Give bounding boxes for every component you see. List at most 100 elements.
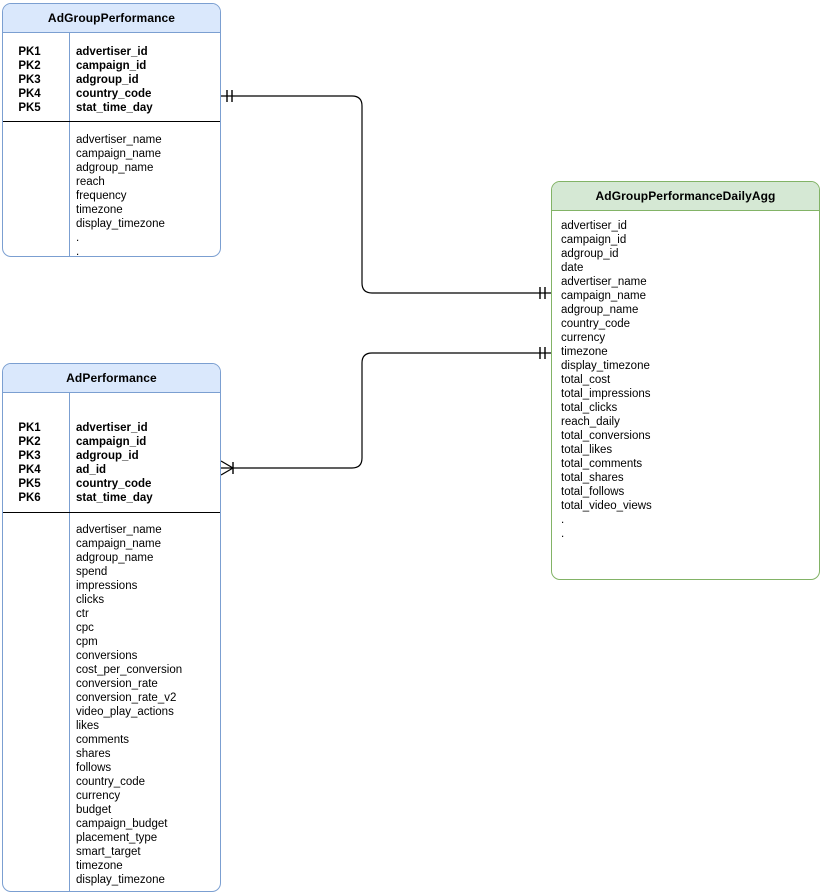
- primary-key-label: PK4: [18, 88, 41, 100]
- attribute-field: ctr: [76, 608, 89, 620]
- attribute-field: follows: [76, 762, 112, 774]
- attribute-field: total_video_views: [561, 500, 652, 512]
- primary-key-field: adgroup_id: [76, 74, 139, 86]
- primary-key-field: stat_time_day: [76, 102, 153, 114]
- attribute-field: adgroup_name: [76, 552, 154, 564]
- attribute-field: .: [561, 514, 565, 526]
- attribute-field: campaign_name: [76, 148, 162, 160]
- attribute-fields: advertiser_name campaign_name adgroup_name…: [69, 523, 220, 891]
- attribute-field: conversion_rate_v2: [76, 692, 177, 704]
- attribute-field: comments: [76, 734, 130, 746]
- primary-key-field: ad_id: [76, 464, 107, 476]
- attribute-field: date: [561, 262, 584, 274]
- attribute-field: timezone: [76, 860, 123, 872]
- attribute-field: spend: [76, 566, 108, 578]
- attribute-field: .: [76, 246, 80, 257]
- primary-key-field: country_code: [76, 478, 152, 490]
- attribute-field: total_conversions: [561, 430, 651, 442]
- primary-key-label: PK5: [18, 478, 41, 490]
- attribute-field: conversion_rate: [76, 678, 158, 690]
- attribute-field: cpm: [76, 636, 98, 648]
- attribute-field: adgroup_name: [561, 304, 639, 316]
- attribute-fields: advertiser_name campaign_name adgroup_name…: [69, 133, 220, 257]
- attribute-field: conversions: [76, 650, 138, 662]
- primary-key-field: advertiser_id: [76, 46, 148, 58]
- attribute-field: campaign_name: [561, 290, 647, 302]
- entity-adgroup-performance-daily-agg[interactable]: AdGroupPerformanceDailyAgg advertiser_id…: [551, 181, 820, 580]
- attribute-field: budget: [76, 804, 112, 816]
- column-divider: [69, 393, 71, 891]
- attribute-field: reach: [76, 176, 105, 188]
- primary-key-label: PK2: [18, 436, 41, 448]
- attribute-field: impressions: [76, 580, 138, 592]
- attribute-field: display_timezone: [561, 360, 650, 372]
- attribute-field: currency: [561, 332, 606, 344]
- primary-key-label: PK6: [18, 492, 41, 504]
- attribute-field: likes: [76, 720, 100, 732]
- attribute-field: .: [69, 887, 220, 891]
- primary-key-label: PK3: [18, 450, 41, 462]
- column-divider: [69, 33, 71, 256]
- attribute-field: timezone: [561, 346, 608, 358]
- attribute-field: display_timezone: [76, 874, 165, 886]
- primary-key-label: PK1: [18, 46, 41, 58]
- attribute-field: adgroup_id: [561, 248, 619, 260]
- attribute-field: .: [76, 232, 80, 244]
- primary-key-label: PK5: [18, 102, 41, 114]
- attribute-field: video_play_actions: [76, 706, 174, 718]
- attribute-field: total_follows: [561, 486, 625, 498]
- attribute-field: advertiser_name: [76, 134, 162, 146]
- attribute-field: shares: [76, 748, 111, 760]
- cardinality-exactly-one-left: [226, 90, 233, 102]
- primary-key-field: stat_time_day: [76, 492, 153, 504]
- entity-title-ad-performance: AdPerformance: [3, 364, 220, 393]
- attribute-field: campaign_name: [76, 538, 162, 550]
- attribute-field: advertiser_name: [561, 276, 647, 288]
- attribute-field: cpc: [76, 622, 94, 634]
- attribute-field: advertiser_name: [76, 524, 162, 536]
- primary-key-label: PK4: [18, 464, 41, 476]
- attribute-field: currency: [76, 790, 121, 802]
- attribute-field: total_clicks: [561, 402, 618, 414]
- attribute-field: adgroup_name: [76, 162, 154, 174]
- primary-key-field: country_code: [76, 88, 152, 100]
- primary-key-label: PK3: [18, 74, 41, 86]
- attribute-field: total_shares: [561, 472, 624, 484]
- attribute-field: campaign_budget: [76, 818, 168, 830]
- primary-key-field: adgroup_id: [76, 450, 139, 462]
- attribute-field: clicks: [76, 594, 105, 606]
- attribute-field: display_timezone: [76, 218, 165, 230]
- relationship-line-adperformance-dailyagg[interactable]: [220, 347, 551, 476]
- primary-key-field: advertiser_id: [76, 422, 148, 434]
- attribute-field: frequency: [76, 190, 127, 202]
- entity-title-adgroup-performance: AdGroupPerformance: [3, 4, 220, 33]
- cardinality-exactly-one-right-2: [539, 347, 546, 359]
- relationship-line-adgroupperformance-dailyagg[interactable]: [221, 90, 551, 299]
- attribute-field: advertiser_id: [561, 220, 627, 232]
- primary-key-field: campaign_id: [76, 436, 147, 448]
- attribute-field: country_code: [561, 318, 631, 330]
- attribute-field: smart_target: [76, 846, 141, 858]
- attribute-field: total_cost: [561, 374, 611, 386]
- attribute-field: total_comments: [561, 458, 643, 470]
- attribute-field: cost_per_conversion: [76, 664, 183, 676]
- cardinality-exactly-one-right: [539, 287, 546, 299]
- attribute-field: timezone: [76, 204, 123, 216]
- primary-key-field: campaign_id: [76, 60, 147, 72]
- attribute-field: placement_type: [76, 832, 158, 844]
- attribute-field: reach_daily: [561, 416, 620, 428]
- attribute-field: .: [561, 528, 565, 540]
- primary-key-label: PK2: [18, 60, 41, 72]
- entity-title-adgroup-performance-daily-agg: AdGroupPerformanceDailyAgg: [552, 182, 819, 211]
- pk-section-separator: [3, 512, 220, 514]
